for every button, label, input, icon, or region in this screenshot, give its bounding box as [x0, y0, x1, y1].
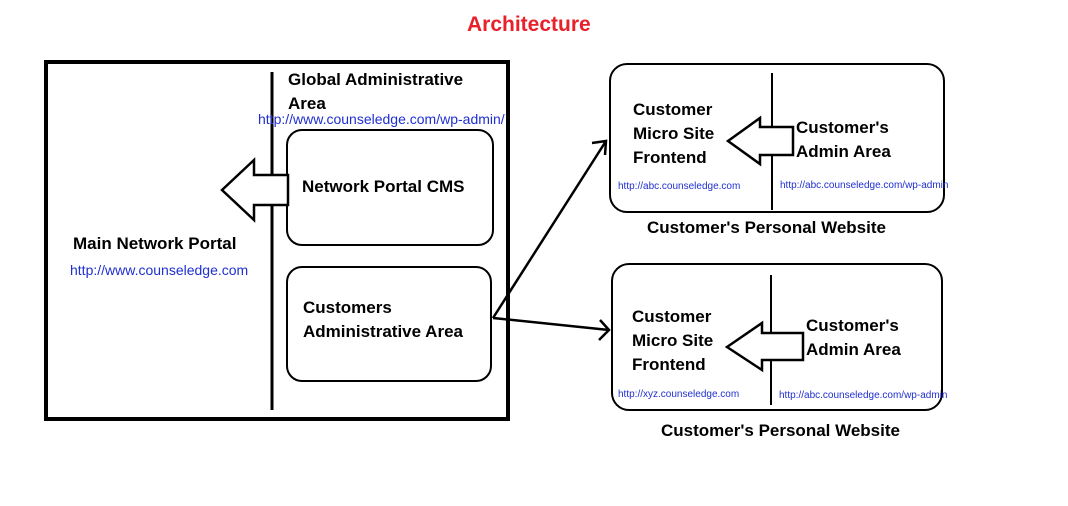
- site1-admin-url: http://abc.counseledge.com/wp-admin: [780, 180, 949, 191]
- site2-frontend-url: http://xyz.counseledge.com: [618, 389, 740, 400]
- site2-caption: Customer's Personal Website: [661, 421, 900, 440]
- site1-frontend-line1: Customer: [633, 100, 713, 119]
- network-cms-label: Network Portal CMS: [302, 177, 465, 196]
- global-admin-label-line1: Global Administrative: [288, 70, 464, 89]
- connector-to-site2-line: [492, 316, 610, 332]
- customer-website-box-1: [609, 63, 945, 213]
- global-admin-label-line2: Area: [288, 94, 326, 113]
- site1-admin-to-frontend-arrow-icon: [725, 115, 795, 167]
- main-portal-label: Main Network Portal: [73, 234, 237, 253]
- site1-frontend-line3: Frontend: [633, 148, 707, 167]
- site2-admin-line1: Customer's: [806, 316, 899, 335]
- site2-frontend-line1: Customer: [632, 307, 712, 326]
- cms-to-portal-arrow-icon: [220, 157, 290, 223]
- main-portal-url: http://www.counseledge.com: [70, 262, 249, 278]
- site2-admin-url: http://abc.counseledge.com/wp-admin: [779, 390, 948, 401]
- connector-to-site1-line: [491, 140, 608, 319]
- site2-admin-line2: Admin Area: [806, 340, 901, 359]
- site1-admin-line2: Admin Area: [796, 142, 891, 161]
- main-network-portal-box: [44, 60, 510, 421]
- connector-site2-arrowhead-icon: [598, 319, 611, 341]
- site2-frontend-line3: Frontend: [632, 355, 706, 374]
- connector-site1-arrowhead-icon: [591, 139, 608, 156]
- customers-admin-area-box: [286, 266, 492, 382]
- customers-admin-label-line1: Customers: [303, 298, 392, 317]
- site1-frontend-line2: Micro Site: [633, 124, 715, 143]
- customers-admin-label-line2: Administrative Area: [303, 322, 463, 341]
- diagram-title: Architecture: [467, 13, 591, 36]
- global-admin-url: http://www.counseledge.com/wp-admin/: [258, 111, 505, 127]
- site2-admin-to-frontend-arrow-icon: [724, 320, 805, 373]
- site1-caption: Customer's Personal Website: [647, 218, 886, 237]
- site1-frontend-url: http://abc.counseledge.com: [618, 181, 741, 192]
- site1-admin-line1: Customer's: [796, 118, 889, 137]
- site2-frontend-line2: Micro Site: [632, 331, 714, 350]
- customer-website-box-2: [611, 263, 943, 411]
